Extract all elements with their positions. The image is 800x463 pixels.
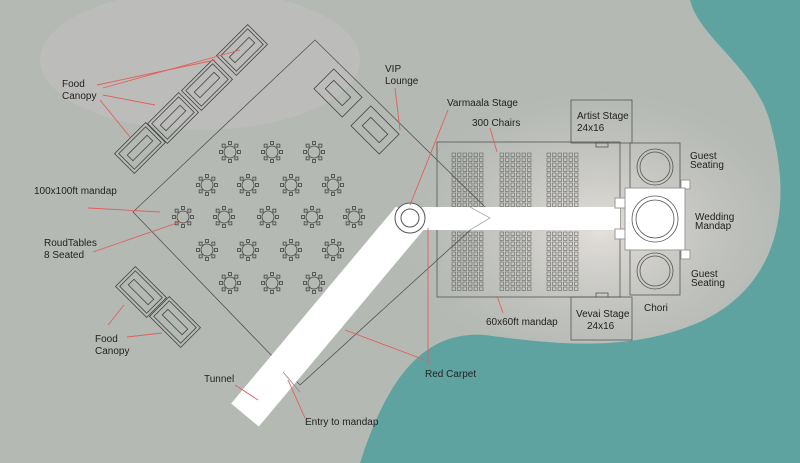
leader-lines [87, 49, 504, 419]
entry-label: Entry to mandap [305, 417, 379, 428]
round-table [213, 206, 235, 228]
chair-block [546, 152, 579, 207]
chori-label: Chori [644, 303, 668, 314]
round-table [237, 174, 259, 196]
wedding-mandap-area [624, 187, 686, 251]
red-carpet-walkway [410, 207, 620, 230]
chair-blocks [451, 152, 579, 291]
round-table [280, 174, 302, 196]
chair-block [546, 231, 579, 291]
round-table [196, 239, 218, 261]
round-table [303, 272, 325, 294]
lake-water [360, 0, 800, 463]
round-table [237, 239, 259, 261]
varmaala-stage-label: Varmaala Stage [447, 98, 518, 109]
tunnel-label: Tunnel [204, 374, 234, 385]
round-table [261, 272, 283, 294]
round-table [322, 239, 344, 261]
chairs-300-label: 300 Chairs [472, 118, 520, 129]
chair-block [499, 152, 532, 207]
round-tables [172, 141, 365, 294]
mandap-60-label: 60x60ft mandap [486, 317, 558, 328]
round-table [196, 174, 218, 196]
food-canopies-bottom [114, 265, 202, 349]
round-table [280, 239, 302, 261]
varmaala-stage-circle [394, 202, 426, 234]
mandap-100-label: 100x100ft mandap [34, 186, 117, 197]
round-table [257, 206, 279, 228]
round-table [303, 141, 325, 163]
round-table [301, 206, 323, 228]
guest-seating-bottom-area [629, 249, 691, 296]
round-table [343, 206, 365, 228]
round-table [219, 272, 241, 294]
tunnel-walkway [231, 206, 424, 427]
food-canopies-top [113, 23, 269, 175]
chair-block [499, 231, 532, 291]
vip-lounge-boxes [313, 68, 400, 155]
chair-block [451, 152, 484, 207]
round-table [261, 141, 283, 163]
round-table [322, 174, 344, 196]
red-carpet-label: Red Carpet [425, 369, 476, 380]
chair-block [451, 231, 484, 291]
round-table [219, 141, 241, 163]
